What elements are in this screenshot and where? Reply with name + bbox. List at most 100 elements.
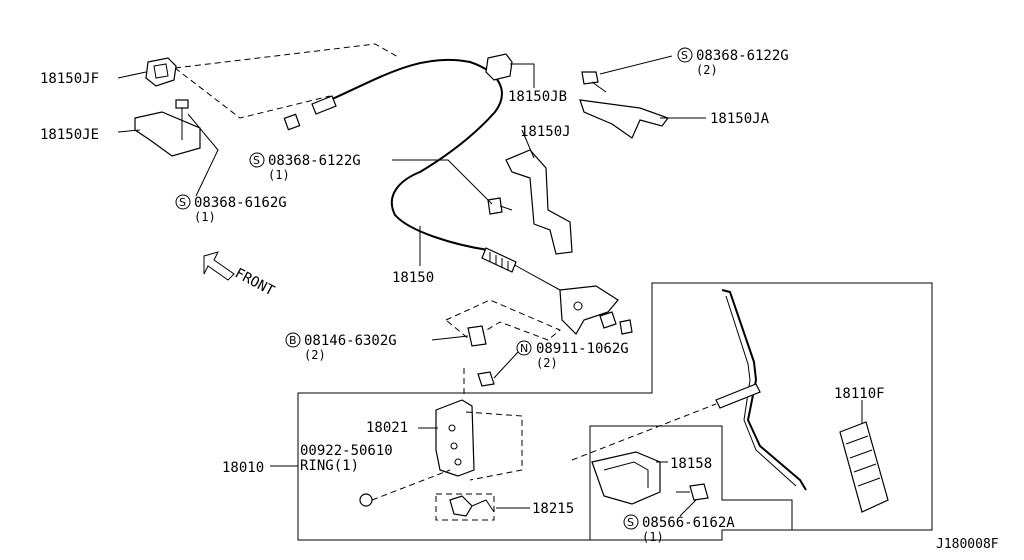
callout-b1-part: 08146-6302G [304, 333, 397, 349]
label-18021: 18021 [366, 420, 408, 436]
label-18215: 18215 [532, 501, 574, 517]
bolt-08368-6122g-mid [487, 197, 503, 215]
grommet-1 [599, 311, 617, 329]
callout-n1-qty: (2) [536, 356, 558, 370]
nut-08911-1062g [477, 371, 495, 387]
sub-assembly-outline [590, 425, 793, 541]
bracket-dash-box [445, 299, 561, 341]
stopper-dash-box [435, 493, 495, 521]
clip-18150jf [145, 57, 177, 87]
bolt-08368-6122g-top [581, 71, 599, 85]
cable-lever-bracket [559, 285, 619, 335]
grommet-2 [619, 319, 633, 335]
label-18150jf: 18150JF [40, 71, 99, 87]
bolt-shaft-mid [499, 205, 513, 211]
symbol-s-icon [175, 194, 191, 210]
leader-cable-dash [174, 67, 331, 119]
bolt-shaft-top [591, 81, 607, 93]
callout-b1-symbol: B [289, 334, 297, 347]
diagram-code: J180008F [936, 537, 999, 552]
callout-s2-part: 08368-6122G [268, 153, 361, 169]
callout-s3: S 08368-6162G (1) [175, 194, 287, 224]
symbol-s-icon [249, 152, 265, 168]
bracket-18158-inner [603, 461, 649, 488]
cable-adjuster-thread [489, 252, 509, 271]
pedal-arm-inner [725, 295, 797, 487]
bolt-08146-6302g [467, 325, 487, 347]
label-18150je: 18150JE [40, 127, 99, 143]
bracket-18021 [435, 399, 475, 477]
leader-bolt-mid [392, 159, 493, 205]
callout-s4-qty: (1) [642, 530, 664, 544]
callout-s2-qty: (1) [268, 168, 290, 182]
pedal-pad-18110f [839, 421, 889, 513]
bracket-18150je [134, 111, 201, 157]
clip-18150jf-slot [153, 63, 169, 79]
bracket-18021-hole-1 [448, 424, 456, 432]
bracket-18150j [505, 149, 573, 255]
accelerator-cable [329, 58, 503, 251]
label-18150ja: 18150JA [710, 111, 770, 127]
callout-n1: N 08911-1062G (2) [516, 340, 629, 370]
stopper-18215 [449, 495, 473, 517]
ring-dash [371, 469, 451, 501]
callout-s3-part: 08368-6162G [194, 195, 287, 211]
leader-18150j [521, 129, 535, 159]
label-18150j: 18150J [520, 124, 571, 140]
symbol-s-icon [623, 514, 639, 530]
pedal-pad-ribs [845, 435, 881, 487]
leader-s4 [679, 499, 697, 517]
callout-s1: S 08368-6122G (2) [677, 47, 789, 77]
bracket-18150ja [579, 99, 669, 139]
callout-s1-part: 08368-6122G [696, 48, 789, 64]
bracket-18021-hole-2 [450, 442, 458, 450]
label-ring: RING(1) [300, 458, 359, 474]
label-18150: 18150 [392, 270, 434, 286]
callout-s2: S 08368-6122G (1) [249, 152, 361, 182]
cable-end-cap [283, 113, 301, 131]
bolt-08566-6162a [689, 483, 709, 501]
leader-jf-dash [174, 43, 401, 69]
symbol-s-icon [677, 47, 693, 63]
callout-s3-qty: (1) [194, 210, 216, 224]
cable-lever-hole [573, 301, 583, 311]
callout-s1-qty: (2) [696, 63, 718, 77]
symbol-n-icon [516, 340, 532, 356]
bracket-18021-hole-3 [454, 458, 462, 466]
leader-08368-6162g [187, 113, 219, 197]
callout-s4: S 08566-6162A (1) [623, 514, 735, 544]
callout-s4-symbol: S [627, 516, 634, 529]
leader-18150jf [117, 71, 147, 79]
label-front: FRONT [232, 265, 277, 299]
callout-s3-symbol: S [179, 196, 186, 209]
callout-s2-symbol: S [253, 154, 260, 167]
leader-bolt-top [599, 55, 673, 75]
pedal-arm [721, 289, 807, 491]
label-18010: 18010 [222, 460, 264, 476]
callout-n1-part: 08911-1062G [536, 341, 629, 357]
bracket-18158 [591, 451, 661, 505]
cable-end [311, 95, 337, 115]
bracket-18150je-bolt-head [175, 99, 189, 109]
callout-b1-qty: (2) [304, 348, 326, 362]
callout-s4-part: 08566-6162A [642, 515, 735, 531]
callout-s1-symbol: S [681, 49, 688, 62]
label-18158: 18158 [670, 456, 712, 472]
symbol-b-icon [285, 332, 301, 348]
pedal-pivot-shaft [715, 383, 761, 409]
bracket-18021-dash [465, 411, 523, 481]
cable-adjuster [481, 247, 517, 273]
leader-b-bolt [431, 335, 469, 341]
label-18150jb: 18150JB [508, 89, 567, 105]
leader-n-nut [493, 351, 519, 379]
stopper-18215-spring [471, 499, 495, 513]
leader-18150jb [510, 63, 535, 88]
front-arrow-icon [203, 251, 235, 281]
label-18110f: 18110F [834, 386, 885, 402]
clip-18150jb [485, 53, 513, 81]
callout-b1: B 08146-6302G (2) [285, 332, 397, 362]
ring-00922-50610 [359, 493, 373, 507]
pivot-dash [571, 403, 717, 461]
label-00922-50610: 00922-50610 [300, 443, 393, 459]
